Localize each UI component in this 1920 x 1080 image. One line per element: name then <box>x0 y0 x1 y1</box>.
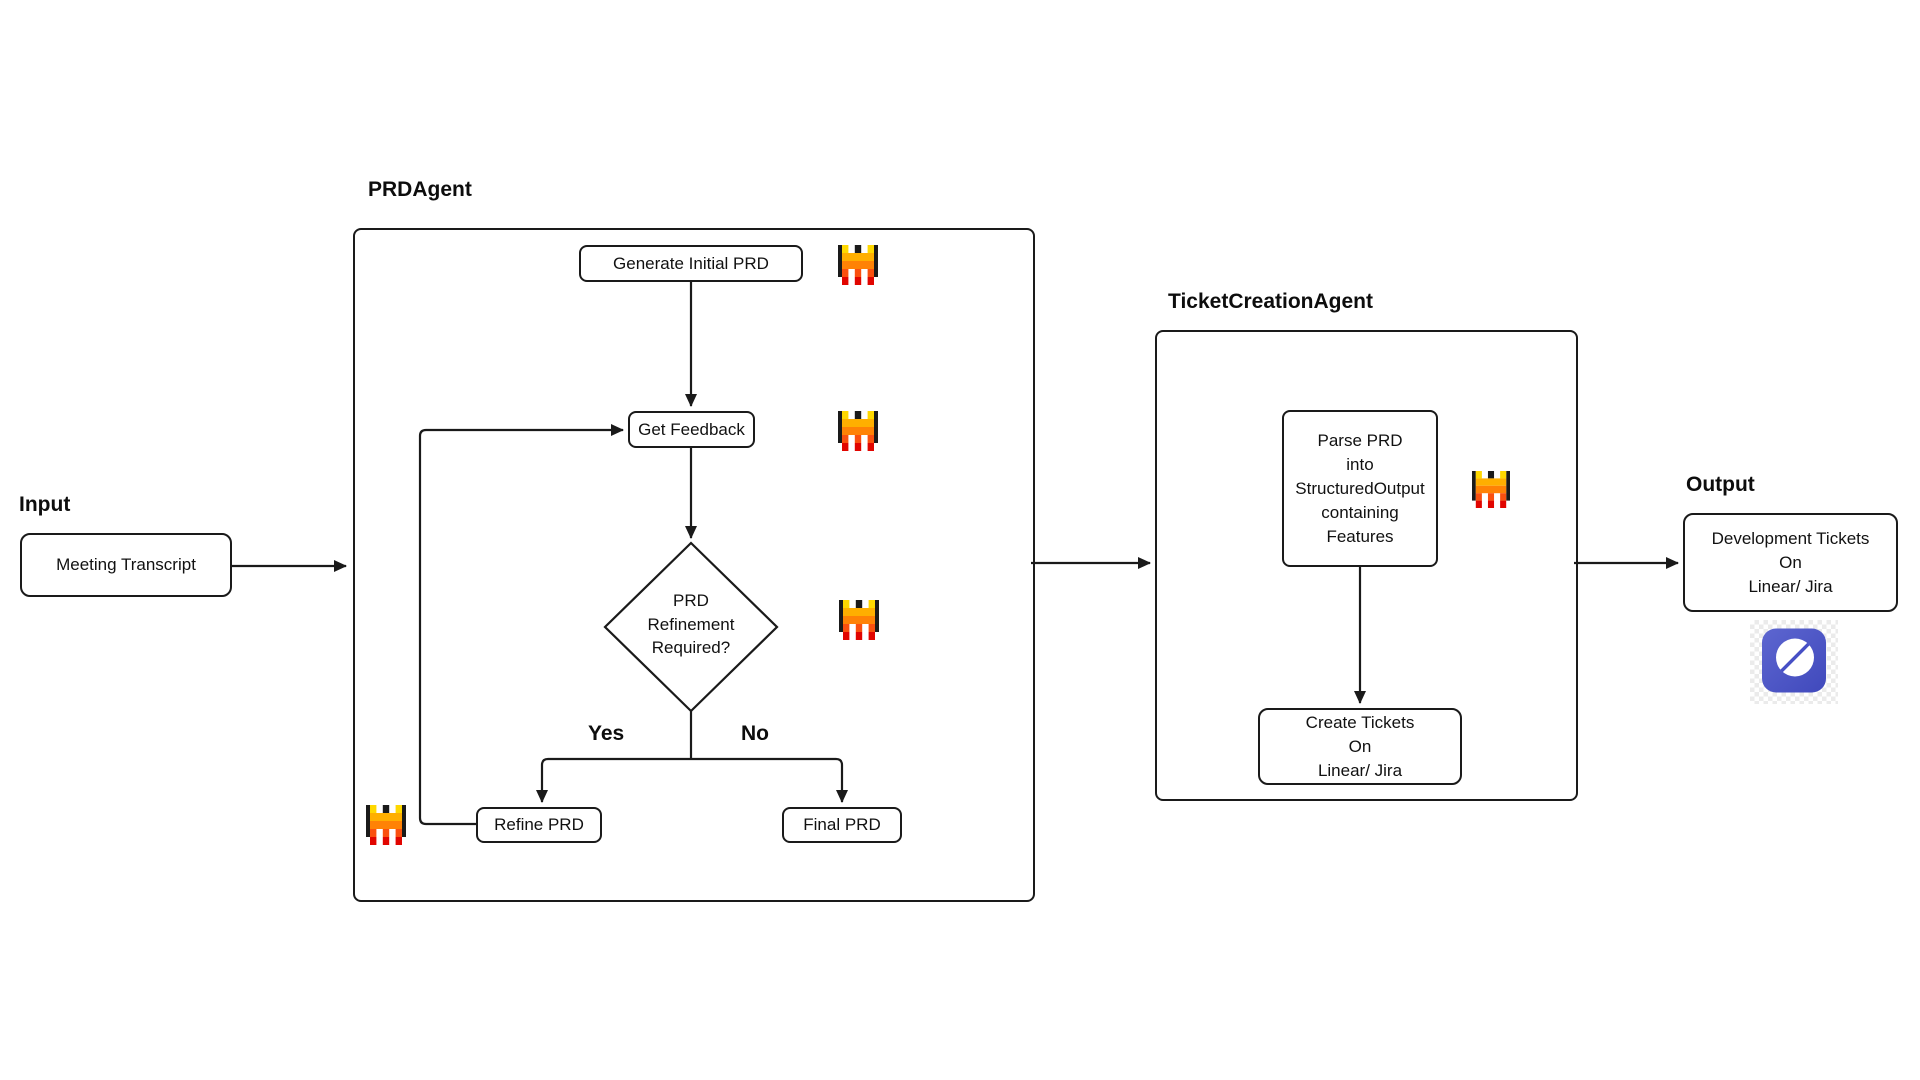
node-create-tickets-label: Create Tickets On Linear/ Jira <box>1305 712 1415 780</box>
linear-logo-icon <box>1762 628 1826 693</box>
heading-ticket-creation-agent: TicketCreationAgent <box>1168 290 1373 313</box>
ticket-creation-agent-container <box>1155 330 1578 801</box>
node-parse-prd-label: Parse PRD into StructuredOutput containi… <box>1295 430 1425 546</box>
node-generate-initial-prd: Generate Initial PRD <box>579 245 803 282</box>
node-create-tickets: Create Tickets On Linear/ Jira <box>1258 708 1462 785</box>
mistral-logo-icon <box>366 805 406 845</box>
mistral-logo-icon <box>838 245 878 285</box>
node-output-tickets: Development Tickets On Linear/ Jira <box>1683 513 1898 612</box>
prd-agent-container <box>353 228 1035 902</box>
node-refine-prd-label: Refine PRD <box>494 815 584 834</box>
edge-label-yes: Yes <box>588 722 625 745</box>
node-final-prd-label: Final PRD <box>803 815 881 834</box>
mistral-logo-icon <box>839 600 879 640</box>
mistral-logo-icon <box>1472 471 1510 508</box>
heading-prd-agent: PRDAgent <box>368 178 472 201</box>
node-meeting-transcript: Meeting Transcript <box>20 533 232 597</box>
decision-diamond-label: PRD Refinement Required? <box>647 591 735 657</box>
node-refine-prd: Refine PRD <box>476 807 602 843</box>
mistral-logo-icon <box>838 411 878 451</box>
edge-label-no: No <box>741 722 769 745</box>
node-get-feedback-label: Get Feedback <box>638 419 745 439</box>
node-parse-prd: Parse PRD into StructuredOutput containi… <box>1282 410 1438 567</box>
node-final-prd: Final PRD <box>782 807 902 843</box>
node-get-feedback: Get Feedback <box>628 411 755 448</box>
node-meeting-transcript-label: Meeting Transcript <box>56 555 196 574</box>
node-output-tickets-label: Development Tickets On Linear/ Jira <box>1711 528 1870 596</box>
node-generate-initial-prd-label: Generate Initial PRD <box>613 253 769 273</box>
heading-input: Input <box>19 493 71 516</box>
heading-output: Output <box>1686 473 1755 496</box>
